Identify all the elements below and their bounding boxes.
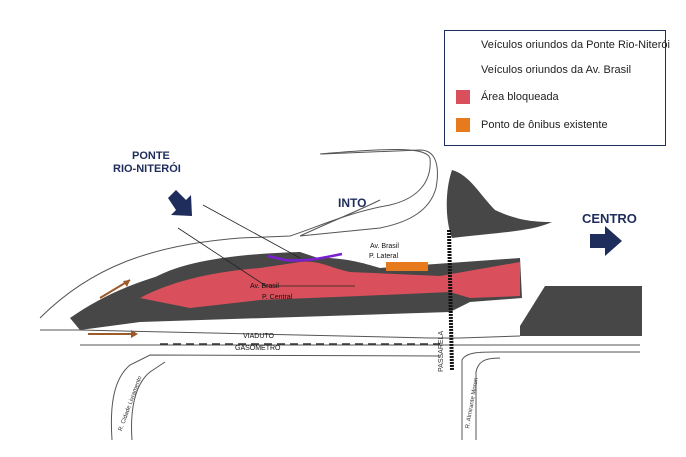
legend-label: Área bloqueada [481, 91, 559, 103]
arrow-icon [88, 330, 138, 338]
viaduto-label-1: VIADUTO [243, 333, 274, 340]
blocked-area [140, 261, 520, 308]
street-right [461, 351, 640, 440]
street-left [110, 354, 441, 441]
legend-label: Veículos oriundos da Ponte Rio-Niterói [481, 39, 670, 51]
av-brasil-central-label-1: Av. Brasil [250, 283, 279, 290]
into-block [299, 149, 438, 237]
legend-item: Veículos oriundos da Ponte Rio-Niterói [453, 35, 670, 55]
legend-item: Ponto de ônibus existente [453, 115, 608, 135]
centro-arrow-icon [590, 226, 622, 256]
purple-route [267, 252, 343, 262]
av-brasil-lateral-label-2: P. Lateral [369, 253, 399, 260]
bus-stop [386, 262, 428, 271]
brown-arrow-icon [453, 62, 473, 78]
legend-label: Ponto de ônibus existente [481, 119, 608, 131]
road-centro-fin [446, 170, 552, 238]
passarela-label: PASSARELA [438, 330, 445, 372]
ponte-label-line2: RIO-NITERÓI [113, 163, 181, 175]
av-brasil-lateral-label-1: Av. Brasil [370, 243, 399, 250]
legend-item: Área bloqueada [453, 87, 559, 107]
into-label: INTO [338, 196, 367, 210]
arrow-icon [99, 279, 131, 299]
centro-label: CENTRO [582, 211, 637, 226]
passarela-line [447, 229, 454, 371]
legend: Veículos oriundos da Ponte Rio-Niterói V… [444, 30, 670, 146]
road-right-block [520, 286, 642, 336]
viaduto-label-2: GASÔMETRO [235, 345, 281, 352]
legend-item: Veículos oriundos da Av. Brasil [453, 60, 631, 80]
pointer-line [202, 204, 301, 259]
lower-road-outline [40, 329, 640, 346]
ponte-arrow-icon [168, 190, 192, 216]
purple-arrow-icon [453, 37, 473, 53]
ramp-outline [39, 149, 431, 319]
orange-swatch-icon [453, 117, 473, 133]
legend-label: Veículos oriundos da Av. Brasil [481, 64, 632, 76]
av-brasil-central-label-2: P. Central [262, 294, 293, 301]
red-swatch-icon [453, 89, 473, 105]
ponte-label-line1: PONTE [132, 150, 170, 162]
pointer-line [177, 227, 267, 287]
